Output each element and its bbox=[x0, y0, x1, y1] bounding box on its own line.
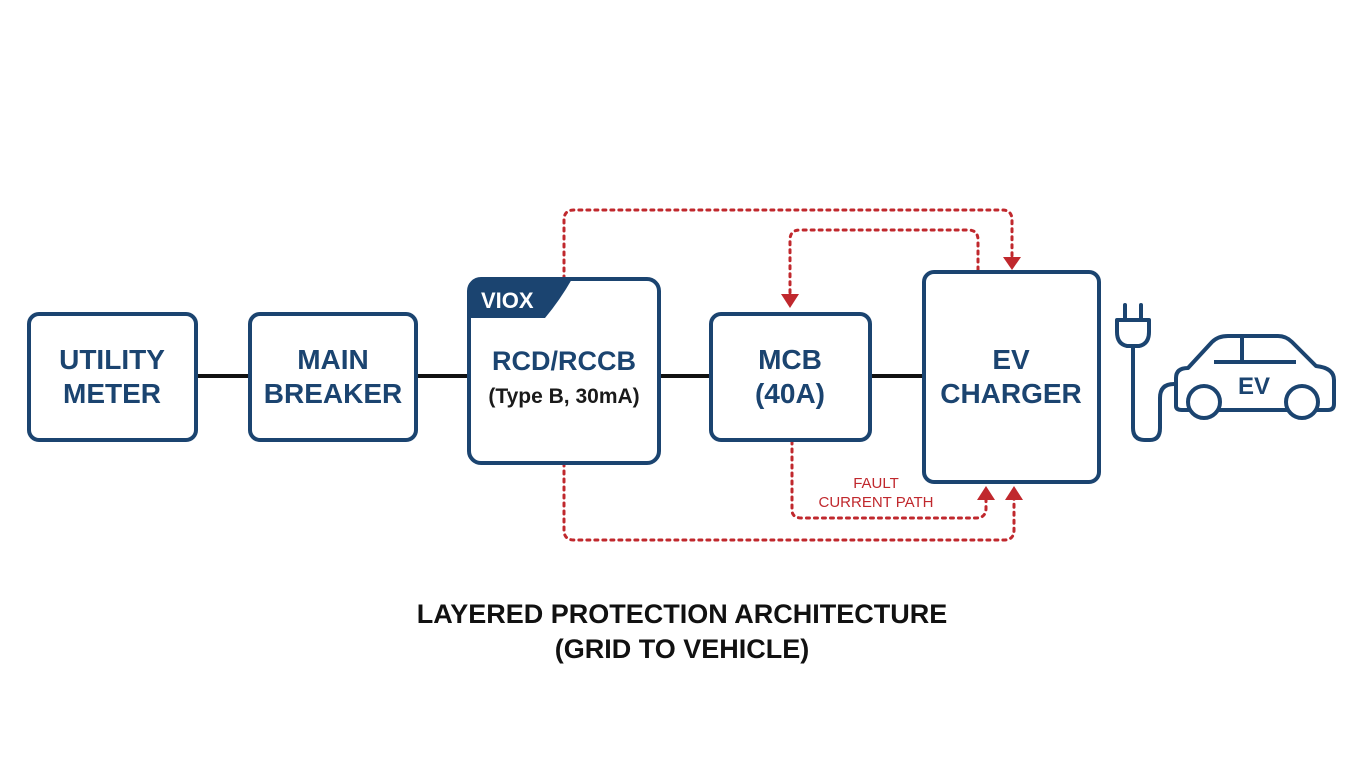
fault-paths bbox=[562, 208, 1016, 542]
block-label-line2: (40A) bbox=[755, 378, 825, 409]
block-utility-meter: UTILITY METER bbox=[27, 312, 198, 442]
block-label-line2: METER bbox=[63, 378, 161, 409]
diagram-caption: LAYERED PROTECTION ARCHITECTURE (GRID TO… bbox=[417, 599, 948, 664]
block-label-line2: CHARGER bbox=[940, 378, 1082, 409]
block-label-line1: EV bbox=[992, 344, 1030, 375]
fault-label-line2: CURRENT PATH bbox=[818, 494, 933, 511]
block-label-line1: UTILITY bbox=[59, 344, 165, 375]
car-icon bbox=[1174, 334, 1336, 420]
block-label-line1: MCB bbox=[758, 344, 822, 375]
arrow-head-icon bbox=[977, 486, 995, 500]
caption-line2: (GRID TO VEHICLE) bbox=[555, 634, 810, 664]
logo-text: VIOX bbox=[481, 288, 534, 313]
block-label-line2: BREAKER bbox=[264, 378, 402, 409]
fault-path-rcd-top bbox=[562, 208, 1014, 281]
caption-line1: LAYERED PROTECTION ARCHITECTURE bbox=[417, 599, 948, 629]
block-ev-charger: EV CHARGER bbox=[922, 270, 1101, 484]
fault-label-line1: FAULT bbox=[853, 475, 899, 492]
car-label: EV bbox=[1238, 373, 1270, 400]
block-mcb: MCB (40A) bbox=[709, 312, 872, 442]
fault-path-mcb-top bbox=[788, 228, 980, 297]
block-label-line1: MAIN bbox=[297, 344, 369, 375]
block-label-line1: RCD/RCCB bbox=[492, 346, 636, 376]
viox-logo bbox=[469, 279, 572, 318]
fault-path-rcd-bottom bbox=[562, 461, 1016, 542]
fault-path-mcb-bottom bbox=[790, 439, 988, 520]
plug-icon bbox=[1115, 303, 1184, 442]
block-rcd-rccb: VIOX RCD/RCCB (Type B, 30mA) bbox=[467, 277, 661, 465]
fault-arrows bbox=[781, 257, 1023, 500]
arrow-head-icon bbox=[781, 294, 799, 308]
arrow-head-icon bbox=[1005, 486, 1023, 500]
block-main-breaker: MAIN BREAKER bbox=[248, 312, 418, 442]
fault-label: FAULT CURRENT PATH bbox=[818, 475, 933, 511]
arrow-head-icon bbox=[1003, 257, 1021, 270]
block-sublabel: (Type B, 30mA) bbox=[488, 385, 639, 408]
